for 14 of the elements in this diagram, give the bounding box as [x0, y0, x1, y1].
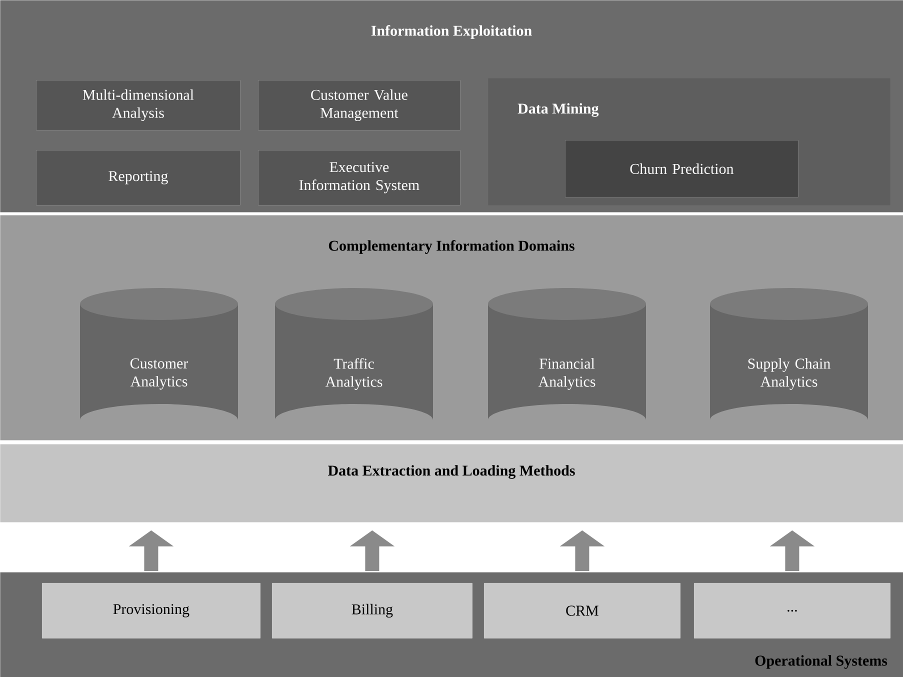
- layer-panel: Data Extraction and Loading Methods: [0, 444, 903, 522]
- database-cylinder: Supply Chain Analytics: [710, 288, 868, 420]
- system-box: CRM: [484, 583, 680, 638]
- database-cylinder: Financial Analytics: [488, 288, 646, 420]
- system-box: ...: [694, 583, 890, 638]
- function-box: Churn Prediction: [565, 140, 798, 198]
- database-cylinder: Customer Analytics: [80, 288, 238, 420]
- function-box: Multi-dimensional Analysis: [36, 80, 240, 130]
- system-box: Provisioning: [42, 583, 260, 638]
- function-box: Customer Value Management: [258, 80, 460, 130]
- function-box: Reporting: [36, 150, 240, 206]
- function-box: Executive Information System: [258, 150, 460, 206]
- system-box: Billing: [272, 583, 472, 638]
- database-cylinder: Traffic Analytics: [275, 288, 433, 420]
